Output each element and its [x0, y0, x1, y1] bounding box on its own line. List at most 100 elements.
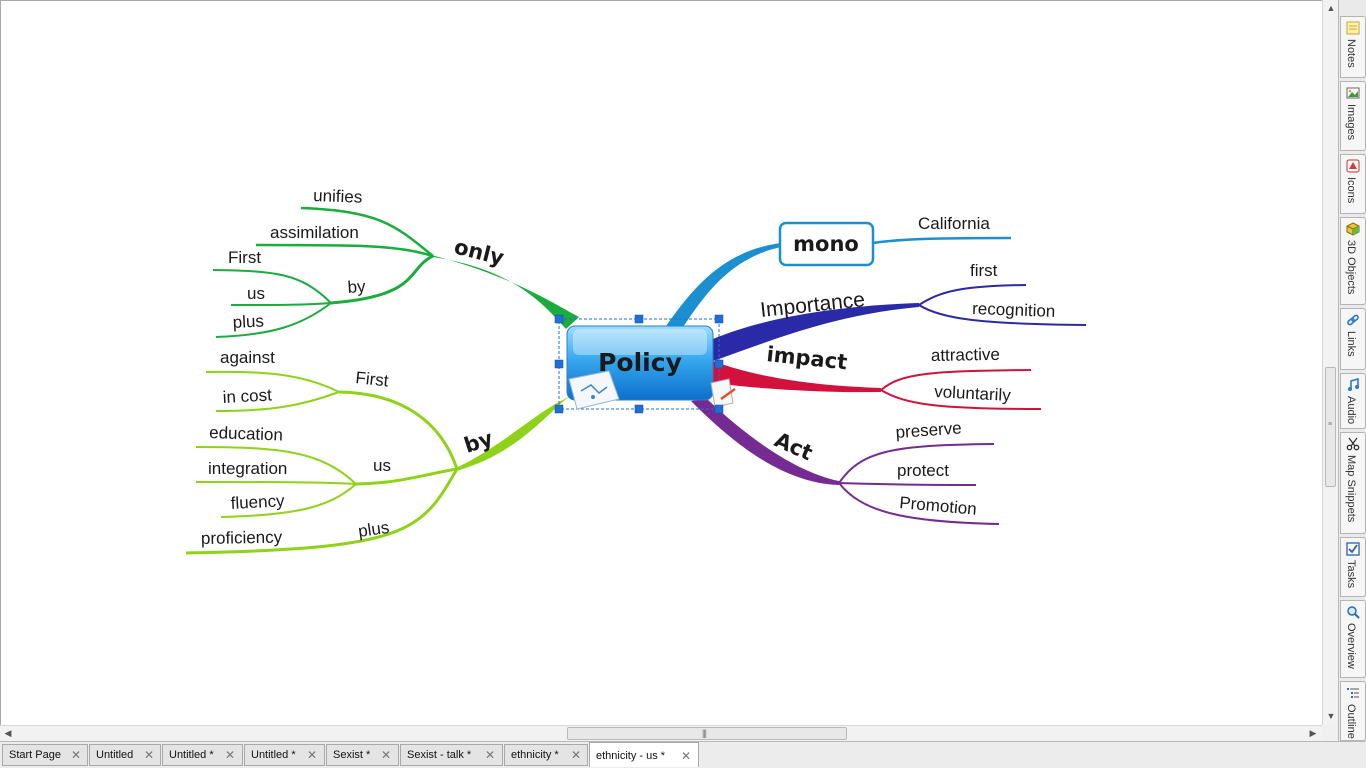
handle-ne[interactable] — [714, 314, 724, 324]
doc-tab-sexist[interactable]: Sexist * ✕ — [326, 744, 399, 766]
doc-tab-ethnicity[interactable]: ethnicity * ✕ — [504, 744, 588, 766]
side-tab-label: Audio — [1345, 396, 1357, 425]
topic-us-b[interactable]: us — [373, 456, 391, 475]
scroll-up-arrow-icon[interactable]: ▲ — [1326, 3, 1336, 13]
side-tab-label: Map Snippets — [1345, 455, 1357, 523]
doc-tab-ethnicity-us[interactable]: ethnicity - us * ✕ — [589, 742, 699, 767]
branch-importance-lines — [713, 284, 1087, 361]
side-tab-links[interactable]: Links — [1340, 308, 1366, 370]
doc-tab-label: ethnicity * — [511, 749, 559, 761]
side-tab-tasks[interactable]: Tasks — [1340, 537, 1366, 597]
topic-california[interactable]: California — [918, 214, 990, 233]
close-icon[interactable]: ✕ — [485, 748, 496, 762]
topic-plus-b[interactable]: plus — [357, 518, 391, 541]
handle-s[interactable] — [634, 404, 644, 414]
doc-tab-start-page[interactable]: Start Page ✕ — [2, 744, 88, 766]
doc-tab-label: Untitled — [96, 749, 134, 761]
branch-impact-lines — [713, 361, 1042, 410]
close-icon[interactable]: ✕ — [71, 748, 82, 762]
handle-se[interactable] — [714, 404, 724, 414]
doc-tab-label: Sexist * — [333, 749, 371, 761]
topic-recognition[interactable]: recognition — [972, 299, 1056, 321]
side-tab-overview[interactable]: Overview — [1340, 600, 1366, 678]
branch-only-lines — [212, 206, 579, 338]
branch-mono-label[interactable]: mono — [793, 232, 859, 256]
map-canvas[interactable]: Policy only by mono Importance impact Ac… — [0, 0, 1322, 725]
icons-icon — [1346, 159, 1360, 173]
side-tab-label: Icons — [1345, 177, 1357, 204]
outline-icon — [1347, 688, 1359, 698]
topic-first-a[interactable]: First — [228, 248, 261, 267]
scissors-icon — [1346, 437, 1360, 451]
side-tab-label: Notes — [1345, 39, 1357, 68]
side-tab-label: Overview — [1345, 623, 1357, 669]
vertical-scrollbar[interactable]: ▲ ≡ ▼ — [1322, 0, 1338, 725]
selection-handles[interactable] — [554, 314, 724, 414]
close-icon[interactable]: ✕ — [681, 749, 692, 763]
side-tab-icons[interactable]: Icons — [1340, 154, 1366, 214]
side-tab-images[interactable]: Images — [1340, 81, 1366, 151]
horizontal-scroll-thumb[interactable]: ||| — [567, 727, 847, 740]
topic-preserve[interactable]: preserve — [895, 418, 962, 442]
close-icon[interactable]: ✕ — [571, 748, 582, 762]
scroll-down-arrow-icon[interactable]: ▼ — [1326, 711, 1336, 721]
side-panel: Notes Images Icons 3D Objects Links Audi… — [1338, 0, 1366, 741]
topic-unifies[interactable]: unifies — [313, 186, 363, 207]
music-note-icon — [1348, 378, 1359, 391]
branch-impact-label[interactable]: impact — [765, 342, 848, 374]
topic-first-r[interactable]: first — [970, 261, 998, 280]
side-tab-map-snippets[interactable]: Map Snippets — [1340, 432, 1366, 534]
branch-only-label[interactable]: only — [452, 235, 507, 271]
magnifier-icon — [1347, 606, 1360, 619]
mono-topic-box[interactable] — [778, 221, 875, 267]
topic-in-cost[interactable]: in cost — [222, 385, 272, 407]
side-tab-outline[interactable]: Outline — [1340, 681, 1366, 741]
doc-tab-untitled[interactable]: Untitled ✕ — [89, 744, 161, 766]
topic-integration[interactable]: integration — [208, 459, 287, 478]
side-tab-notes[interactable]: Notes — [1340, 16, 1366, 78]
close-icon[interactable]: ✕ — [225, 748, 236, 762]
close-icon[interactable]: ✕ — [381, 748, 392, 762]
topic-plus-a[interactable]: plus — [232, 311, 264, 332]
topic-attractive[interactable]: attractive — [931, 345, 1000, 365]
central-topic-label: Policy — [598, 348, 682, 377]
doc-tab-untitled-3[interactable]: Untitled * ✕ — [244, 744, 325, 766]
scroll-right-arrow-icon[interactable]: ▶ — [1309, 728, 1317, 738]
handle-nw[interactable] — [554, 314, 564, 324]
doc-tab-label: Sexist - talk * — [407, 749, 472, 761]
doc-tab-untitled-2[interactable]: Untitled * ✕ — [162, 744, 243, 766]
topic-us-a[interactable]: us — [247, 284, 265, 303]
topic-by-sub[interactable]: by — [347, 277, 367, 297]
topic-assimilation[interactable]: assimilation — [270, 223, 359, 242]
close-icon[interactable]: ✕ — [307, 748, 318, 762]
scroll-left-arrow-icon[interactable]: ◀ — [4, 728, 12, 738]
handle-w[interactable] — [554, 359, 564, 369]
topic-against[interactable]: against — [220, 348, 275, 367]
side-tab-3d-objects[interactable]: 3D Objects — [1340, 217, 1366, 305]
vertical-scroll-thumb[interactable]: ≡ — [1325, 367, 1336, 487]
doc-tab-label: Untitled * — [251, 749, 296, 761]
close-icon[interactable]: ✕ — [144, 748, 155, 762]
topic-promotion[interactable]: Promotion — [899, 493, 978, 519]
topic-fluency[interactable]: fluency — [230, 491, 285, 513]
topic-proficiency[interactable]: proficiency — [201, 528, 283, 548]
link-icon — [1347, 314, 1359, 326]
document-tab-bar: Start Page ✕ Untitled ✕ Untitled * ✕ Unt… — [0, 741, 1366, 768]
mind-map[interactable]: Policy only by mono Importance impact Ac… — [1, 1, 1322, 725]
handle-e[interactable] — [714, 359, 724, 369]
doc-tab-label: Untitled * — [169, 749, 214, 761]
horizontal-scrollbar[interactable]: ◀ ||| ▶ — [0, 725, 1322, 741]
doc-tab-label: Start Page — [9, 749, 61, 761]
handle-n[interactable] — [634, 314, 644, 324]
branch-act-lines — [691, 399, 1000, 525]
topic-first-b[interactable]: First — [355, 368, 390, 390]
doc-tab-sexist-talk[interactable]: Sexist - talk * ✕ — [400, 744, 503, 766]
note-icon — [1346, 21, 1360, 35]
topic-voluntarily[interactable]: voluntarily — [934, 382, 1012, 405]
grip-icon: ||| — [702, 728, 707, 738]
topic-protect[interactable]: protect — [897, 461, 949, 480]
handle-sw[interactable] — [554, 404, 564, 414]
side-tab-label: Outline — [1345, 704, 1357, 739]
topic-education[interactable]: education — [209, 423, 283, 445]
side-tab-audio[interactable]: Audio — [1340, 373, 1366, 429]
